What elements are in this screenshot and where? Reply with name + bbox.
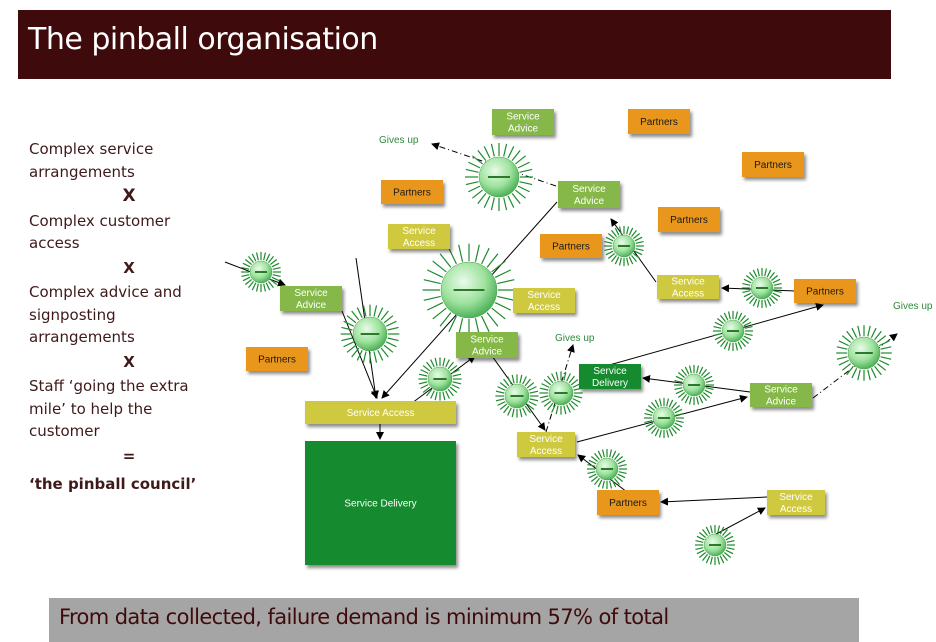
node-label: Service: [572, 184, 606, 195]
node-label: Access: [672, 289, 704, 300]
node-partners: Partners: [794, 279, 856, 303]
equation-text: Complex service arrangements X Complex c…: [29, 138, 219, 496]
node-label: Access: [528, 302, 560, 313]
node-label: Partners: [393, 188, 431, 199]
multiply-operator: X: [123, 258, 135, 277]
node-label: Partners: [640, 117, 678, 128]
node-label: Service: [779, 492, 813, 503]
node-label: Advice: [472, 347, 502, 358]
flow-arrow: [594, 303, 824, 370]
node-service-delivery: Service Delivery: [305, 441, 456, 565]
pinball-icon: [340, 304, 400, 364]
pinball-icon: [495, 374, 539, 418]
gives-up-label: Gives up: [893, 301, 933, 312]
pinball-icon: [603, 225, 645, 267]
pinball-icon: [422, 243, 516, 337]
pinball-icon: [539, 371, 583, 415]
node-label: Advice: [508, 124, 538, 135]
pinball-icon: [240, 251, 282, 293]
node-label: Service: [527, 290, 561, 301]
node-partners: Partners: [742, 152, 804, 177]
node-service-access: Service Access: [305, 401, 456, 424]
pinball-icon: [643, 397, 685, 439]
page-title: The pinball organisation: [28, 22, 378, 57]
pinball-icon: [465, 143, 533, 211]
node-partners: Partners: [597, 490, 659, 515]
gives-up-label: Gives up: [379, 135, 419, 146]
multiply-operator: X: [122, 186, 136, 206]
node-label: Service: [506, 112, 540, 123]
equals-operator: =: [122, 446, 136, 465]
conclusion: ‘the pinball council’: [29, 475, 197, 493]
node-partners: Partners: [628, 109, 690, 134]
factor-advice-signposting: Complex advice and signposting arrangeme…: [29, 283, 182, 346]
pinball-icon: [712, 310, 754, 352]
node-label: Access: [403, 238, 435, 249]
node-label: Access: [530, 446, 562, 457]
footer-statement: From data collected, failure demand is m…: [59, 605, 669, 629]
node-label: Advice: [574, 196, 604, 207]
node-label: Access: [780, 504, 812, 515]
gives-up-label: Gives up: [555, 333, 595, 344]
factor-service-arrangements: Complex service arrangements: [29, 140, 154, 181]
node-label: Service: [764, 385, 798, 396]
node-label: Partners: [806, 287, 844, 298]
pinball-icon: [586, 448, 628, 490]
node-label: Partners: [670, 215, 708, 226]
node-label: Partners: [552, 242, 590, 253]
node-label: Service: [402, 226, 436, 237]
flow-arrow: [660, 496, 768, 506]
node-label: Service: [470, 335, 504, 346]
pinball-icon: [741, 267, 783, 309]
pinball-icon: [418, 357, 462, 401]
node-label: Delivery: [592, 378, 628, 389]
node-label: Partners: [609, 498, 647, 509]
node-partners: Partners: [540, 234, 602, 258]
factor-staff-extra-mile: Staff ‘going the extra mile’ to help the…: [29, 377, 189, 440]
node-label: Service Access: [347, 408, 415, 419]
pinball-icon: [673, 364, 715, 406]
title-bar: The pinball organisation: [18, 10, 891, 79]
node-label: Service: [671, 277, 705, 288]
node-label: Partners: [258, 355, 296, 366]
node-label: Advice: [296, 300, 326, 311]
node-label: Service: [529, 434, 563, 445]
node-partners: Partners: [381, 180, 443, 204]
factor-customer-access: Complex customer access: [29, 211, 171, 253]
footer-bar: From data collected, failure demand is m…: [49, 598, 859, 642]
node-label: Service Delivery: [344, 499, 416, 510]
pinballs: [240, 143, 892, 566]
node-partners: Partners: [658, 207, 720, 232]
node-label: Advice: [766, 397, 796, 408]
gives-up-labels: Gives up Gives up Gives up: [379, 135, 933, 344]
pinball-icon: [694, 524, 736, 566]
multiply-operator: X: [123, 352, 135, 371]
pinball-icon: [836, 325, 892, 381]
node-label: Service: [294, 288, 328, 299]
node-label: Service: [593, 366, 627, 377]
flow-arrow: [545, 344, 575, 433]
node-label: Partners: [754, 160, 792, 171]
node-partners: Partners: [246, 347, 308, 371]
